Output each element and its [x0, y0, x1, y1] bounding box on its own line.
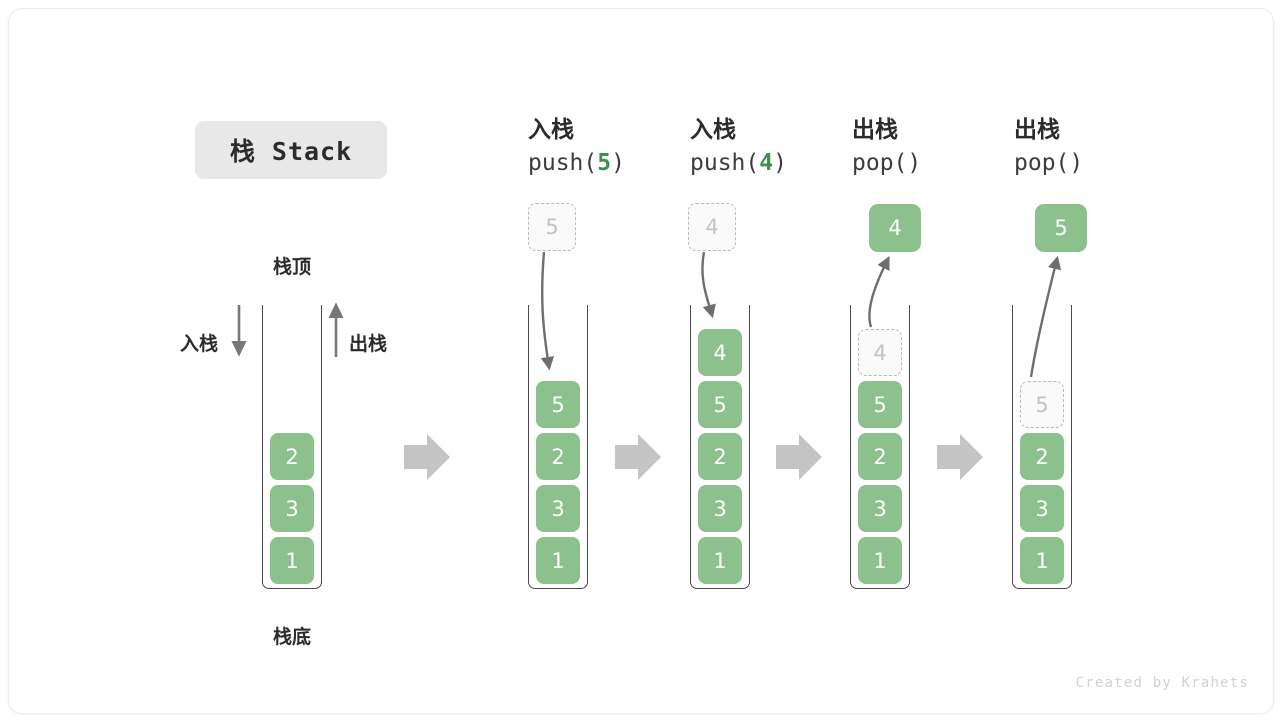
column-header-push-5: 入栈 push(5) [528, 115, 718, 180]
stack-cell: 1 [858, 537, 902, 584]
pop-result-box: 4 [869, 204, 921, 252]
stack-bottom-label: 栈底 [272, 626, 311, 648]
stack-cell: 1 [270, 537, 314, 584]
stack-cell: 2 [270, 433, 314, 480]
stack-cell: 4 [698, 329, 742, 376]
header-operation-label: 出栈 [852, 117, 898, 143]
stack-container-pop-5 [1012, 305, 1072, 589]
pop-result-box: 5 [1035, 204, 1087, 252]
column-header-pop-4: 出栈 pop() [852, 115, 1042, 180]
stack-container-pop-4 [850, 305, 910, 589]
stack-cell: 3 [536, 485, 580, 532]
stack-cell: 5 [536, 381, 580, 428]
page-title: 栈 Stack [229, 137, 353, 166]
header-operation-label: 入栈 [528, 117, 574, 143]
ghost-cell-pop-4: 4 [858, 329, 902, 376]
separator-arrow [615, 434, 661, 480]
header-operation-label: 入栈 [690, 117, 736, 143]
column-header-push-4: 入栈 push(4) [690, 115, 880, 180]
separator-arrow [404, 434, 450, 480]
title-badge: 栈 Stack [195, 121, 387, 179]
stack-container-initial [262, 305, 322, 589]
header-operation-label: 出栈 [1014, 117, 1060, 143]
stack-container-push-4 [690, 305, 750, 589]
stack-cell: 1 [1020, 537, 1064, 584]
pop-side-label: 出栈 [349, 333, 388, 355]
header-code-label: pop() [1014, 150, 1084, 176]
stack-cell: 2 [698, 433, 742, 480]
stack-cell: 3 [270, 485, 314, 532]
header-code-label: pop() [852, 150, 922, 176]
ghost-cell-push-4: 4 [688, 203, 736, 251]
stack-cell: 5 [698, 381, 742, 428]
stack-cell: 1 [698, 537, 742, 584]
stack-cell: 3 [858, 485, 902, 532]
credit-watermark: Created by Krahets [1075, 675, 1249, 691]
stack-cell: 1 [536, 537, 580, 584]
stack-top-label: 栈顶 [272, 256, 311, 278]
stack-cell: 3 [1020, 485, 1064, 532]
column-header-pop-5: 出栈 pop() [1014, 115, 1204, 180]
stack-cell: 5 [858, 381, 902, 428]
stack-cell: 3 [698, 485, 742, 532]
push-side-label: 入栈 [180, 333, 219, 355]
diagram-card: 栈 Stack 栈顶 入栈 出栈 2 3 1 栈底 入栈 push(5) 5 5… [8, 8, 1274, 714]
header-code-label: push(4) [690, 150, 787, 176]
stack-cell: 2 [858, 433, 902, 480]
header-code-label: push(5) [528, 150, 625, 176]
separator-arrow [776, 434, 822, 480]
ghost-cell-pop-5: 5 [1020, 381, 1064, 428]
stack-cell: 2 [536, 433, 580, 480]
stack-cell: 2 [1020, 433, 1064, 480]
stack-container-push-5 [528, 305, 588, 589]
ghost-cell-push-5: 5 [528, 203, 576, 251]
separator-arrow [937, 434, 983, 480]
